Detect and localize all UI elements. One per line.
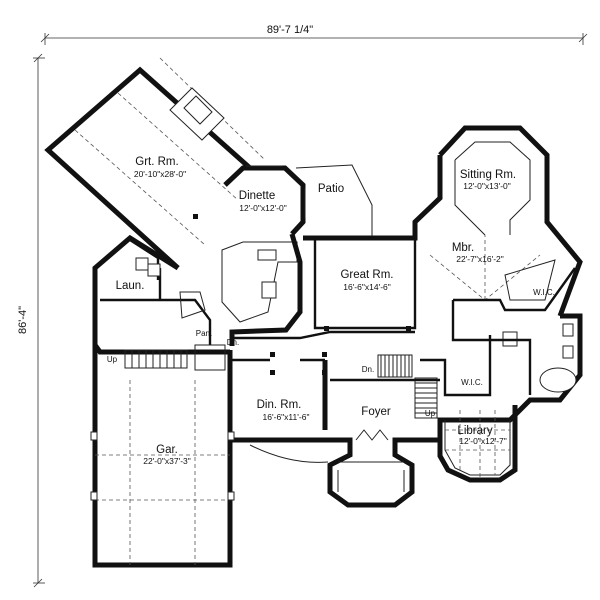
dinette-walls bbox=[223, 165, 306, 236]
kitchen-island bbox=[221, 241, 298, 323]
second-wic-name: W.I.C. bbox=[461, 378, 483, 387]
master-bedroom-name: Mbr. bbox=[452, 242, 474, 254]
garage-name: Gar. bbox=[156, 444, 178, 456]
patio-outline bbox=[295, 164, 373, 236]
stair-up-west-label: Up bbox=[107, 355, 118, 364]
depth-dimension: 86'-4" bbox=[17, 53, 45, 588]
dinette-size: 12'-0"x12'-0" bbox=[239, 203, 287, 213]
fireplace-icon bbox=[169, 87, 225, 141]
dinette-name: Dinette bbox=[239, 190, 275, 202]
depth-dimension-label: 86'-4" bbox=[17, 306, 29, 334]
sitting-room-size: 12'-0"x13'-0" bbox=[463, 181, 511, 191]
sitting-room-walls bbox=[438, 125, 583, 317]
entry-walls bbox=[230, 437, 440, 508]
great-room-size: 16'-6"x14'-6" bbox=[343, 282, 391, 292]
dining-room-walls bbox=[227, 350, 328, 440]
dining-room-name: Din. Rm. bbox=[257, 399, 302, 411]
stair-down-kitchen-label: Dn. bbox=[227, 338, 239, 347]
great-room-name: Great Rm. bbox=[340, 269, 393, 281]
pantry-name: Pan. bbox=[196, 329, 212, 338]
width-dimension: 89'-7 1/4" bbox=[40, 24, 588, 45]
library-size: 12'-0"x12'-7" bbox=[459, 436, 507, 446]
dining-room-size: 16'-6"x11'-6" bbox=[263, 412, 310, 422]
master-wic-name: W.I.C. bbox=[533, 288, 555, 297]
west-stair bbox=[124, 344, 226, 371]
foyer-stair bbox=[377, 354, 438, 419]
west-wing-walls bbox=[92, 234, 230, 355]
sitting-room-name: Sitting Rm. bbox=[460, 169, 516, 181]
stair-down-foyer-label: Dn. bbox=[362, 365, 374, 374]
library-name: Library bbox=[457, 425, 492, 437]
master-bath-walls bbox=[437, 313, 583, 483]
foyer-name: Foyer bbox=[361, 406, 391, 418]
garage-size: 22'-0"x37'-3" bbox=[143, 456, 191, 466]
front-door bbox=[355, 429, 389, 441]
bathtub bbox=[539, 367, 577, 393]
patio-name: Patio bbox=[318, 183, 344, 195]
master-bedroom-size: 22'-7"x16'-2" bbox=[456, 254, 504, 264]
great-room-ceiling-lines bbox=[74, 57, 266, 246]
laundry-name: Laun. bbox=[116, 280, 145, 292]
width-dimension-label: 89'-7 1/4" bbox=[267, 24, 313, 36]
core-north-wall bbox=[303, 155, 443, 241]
washer bbox=[135, 257, 149, 271]
stair-up-foyer-label: Up bbox=[425, 409, 436, 418]
great-room-angled-size: 20'-10"x28'-0" bbox=[134, 169, 186, 179]
dryer bbox=[147, 263, 161, 277]
great-room-angled-name: Grt. Rm. bbox=[135, 156, 178, 168]
